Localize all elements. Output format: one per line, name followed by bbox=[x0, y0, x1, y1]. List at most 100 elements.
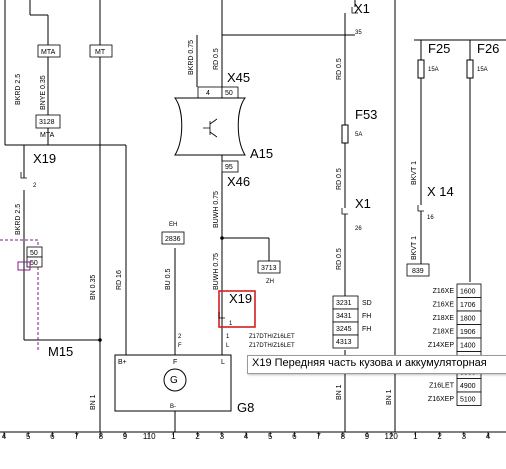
connector-x1-top-pin: 35 bbox=[355, 30, 362, 36]
wire-label: BKVT 1 bbox=[411, 161, 418, 185]
wire-label: RD 0.5 bbox=[336, 248, 343, 270]
table-mid-tag: FH bbox=[362, 326, 371, 333]
table-right-code: 5100 bbox=[460, 397, 476, 404]
pin-box-x45-left bbox=[197, 86, 223, 99]
pin-label: L bbox=[226, 343, 230, 349]
pin-label: 2 bbox=[178, 334, 182, 340]
connector-x1-top-label: X1 bbox=[354, 1, 370, 16]
fuse-f25-label: F25 bbox=[428, 41, 450, 56]
table-mid-code: 3245 bbox=[336, 326, 352, 333]
g8-pin-f: F bbox=[173, 359, 177, 366]
connector-x19-highlight[interactable] bbox=[218, 290, 256, 328]
connector-tooltip: X19 Передняя часть кузова и аккумуляторн… bbox=[247, 355, 506, 374]
generator-letter: G bbox=[170, 375, 178, 386]
fuse-f53 bbox=[341, 124, 349, 144]
table-mid-tag: FH bbox=[362, 313, 371, 320]
table-right-code: 1400 bbox=[460, 343, 476, 350]
pin-50a: 50 bbox=[30, 250, 38, 257]
connector-x14-label: X 14 bbox=[427, 184, 454, 199]
connector-x1-mid-label: X1 bbox=[355, 196, 371, 211]
wire-label: BKRD 2.5 bbox=[15, 204, 22, 235]
component-g8: G8 bbox=[237, 400, 254, 415]
grid-label: 4 bbox=[244, 432, 249, 441]
table-mid-tag: SD bbox=[362, 300, 372, 307]
grid-label: 3 bbox=[220, 432, 225, 441]
grid-label: 4 bbox=[486, 432, 491, 441]
ref-box-839-text: 839 bbox=[412, 268, 424, 275]
fuse-f26-label: F26 bbox=[477, 41, 499, 56]
ref-box-3713-text: 3713 bbox=[261, 265, 277, 272]
table-right-code: 1706 bbox=[460, 302, 476, 309]
grid-label: 110 bbox=[143, 432, 156, 441]
connector-x19-symbol bbox=[218, 312, 225, 319]
grid-label: 6 bbox=[50, 432, 55, 441]
table-mid-cell bbox=[332, 334, 359, 349]
wire-label: BN 1 bbox=[336, 384, 343, 400]
wire-label: RD 0.5 bbox=[336, 58, 343, 80]
wire-label: BN 1 bbox=[386, 389, 393, 405]
fuse-f25-rating: 15A bbox=[428, 67, 439, 73]
table-right-engine: Z16XEP bbox=[428, 396, 454, 403]
g8-pin-bminus: B- bbox=[170, 404, 176, 410]
grid-label: 9 bbox=[123, 432, 128, 441]
table-right-engine: Z14XEP bbox=[428, 342, 454, 349]
variant-note-1: Z17DTH/Z16LET bbox=[249, 334, 295, 340]
connector-x1-top-symbol bbox=[351, 7, 358, 14]
ref-box-3713 bbox=[257, 260, 281, 274]
ref-box-2836 bbox=[161, 231, 185, 245]
wire-label: BKVT 1 bbox=[411, 236, 418, 260]
grid-label: 7 bbox=[74, 432, 79, 441]
wire-label: BUWH 0.75 bbox=[213, 191, 220, 228]
grid-label: 8 bbox=[341, 432, 346, 441]
ref-box-mt bbox=[89, 44, 113, 58]
pin-box-x46 bbox=[221, 160, 239, 173]
connector-x1-mid-pin: 26 bbox=[355, 226, 362, 232]
pin-label: 1 bbox=[226, 334, 230, 340]
grid-label: 5 bbox=[26, 432, 31, 441]
connector-x19-left-symbol bbox=[20, 172, 27, 179]
grid-label: 6 bbox=[292, 432, 297, 441]
connector-x45-label: X45 bbox=[227, 70, 250, 85]
grid-label: 8 bbox=[99, 432, 104, 441]
fuse-f25 bbox=[417, 59, 425, 79]
tooltip-text: X19 Передняя часть кузова и аккумуляторн… bbox=[252, 357, 487, 369]
ref-box-3128-text: 3128 bbox=[39, 119, 55, 126]
grid-label: 120 bbox=[385, 432, 399, 441]
wire-label: BU 0.5 bbox=[165, 268, 172, 290]
table-mid-code: 4313 bbox=[336, 339, 352, 346]
fuse-f53-label: F53 bbox=[355, 107, 377, 122]
connector-x1-mid-symbol bbox=[341, 208, 348, 215]
g8-pin-bplus: B+ bbox=[118, 359, 127, 366]
table-mid-code: 3231 bbox=[336, 300, 352, 307]
connector-x19-left-pin: 2 bbox=[33, 183, 37, 189]
connector-x14-pin: 16 bbox=[427, 215, 434, 221]
g8-pin-l: L bbox=[221, 359, 225, 366]
connector-x19-label: X19 bbox=[229, 291, 252, 306]
variant-note-2: Z17DTH/Z16LET bbox=[249, 343, 295, 349]
table-right-engine: Z16XE bbox=[433, 302, 455, 309]
wire-label: BKRD 2.5 bbox=[15, 74, 22, 105]
pin-50b: 50 bbox=[30, 260, 38, 267]
generator-symbol bbox=[163, 368, 187, 392]
fuse-f53-rating: 5A bbox=[355, 132, 362, 138]
grid-label: 5 bbox=[268, 432, 273, 441]
grid-label: 2 bbox=[437, 432, 442, 441]
grid-ruler: 45678911012345678912012345 bbox=[2, 432, 491, 441]
ref-box-839 bbox=[406, 263, 430, 277]
wire-label: BN 0.35 bbox=[90, 275, 97, 300]
wire-label: BNYE 0.35 bbox=[40, 75, 47, 110]
x45-pin-right: 50 bbox=[225, 90, 233, 97]
ref-box-mta-text: MTA bbox=[41, 49, 56, 56]
m15-coil bbox=[17, 261, 31, 271]
junction-dot bbox=[220, 236, 224, 240]
ref-box-mta bbox=[37, 44, 61, 58]
x45-pin-left: 4 bbox=[206, 90, 210, 97]
grid-label: 1 bbox=[171, 432, 176, 441]
wire-label: BUWH 0.75 bbox=[213, 253, 220, 290]
pin-label: F bbox=[178, 343, 182, 349]
component-m15: M15 bbox=[48, 344, 73, 359]
wire-label: RD 0.5 bbox=[336, 168, 343, 190]
